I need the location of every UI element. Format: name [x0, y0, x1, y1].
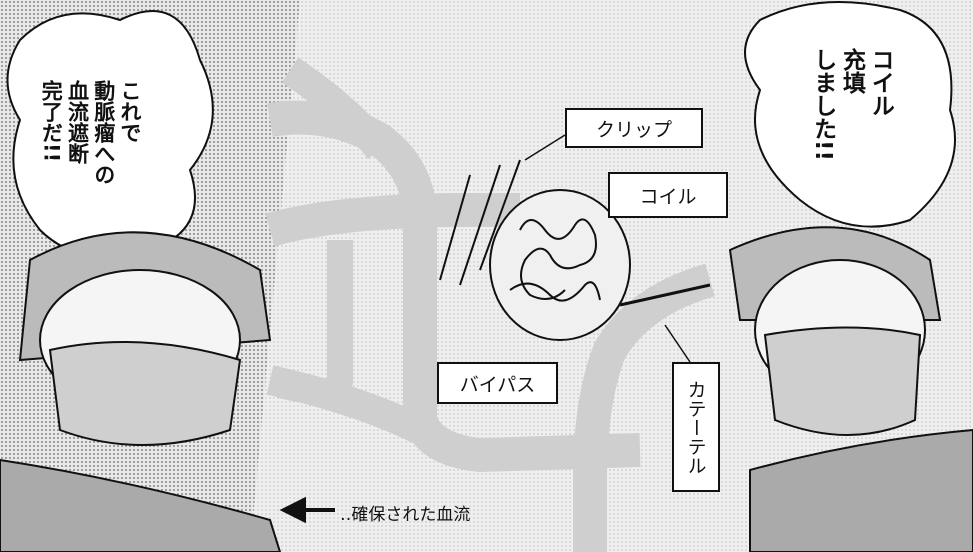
- speech-line: コイル: [867, 48, 894, 117]
- caption-secured-flow: ‥確保された血流: [340, 505, 471, 525]
- speech-line: 完了だ!!: [39, 80, 64, 163]
- vessel-diagram: [265, 57, 715, 552]
- speech-line: これで: [118, 80, 142, 143]
- label-clip: クリップ: [565, 108, 703, 148]
- speech-bubble-right: [744, 1, 956, 228]
- surgeon-left: [0, 231, 282, 552]
- secured-flow-arrow: [279, 496, 335, 524]
- speech-bubble-left: [6, 10, 214, 258]
- label-coil: コイル: [608, 172, 728, 218]
- surgeon-right: [728, 226, 973, 552]
- caption-secured-flow-text: 確保された血流: [351, 505, 471, 525]
- label-catheter: カテーテル: [672, 362, 720, 492]
- speech-line: 動脈瘤への: [91, 80, 116, 185]
- speech-line: 血流遮断: [65, 80, 90, 164]
- label-bypass: バイパス: [437, 362, 558, 404]
- speech-line: 充填: [838, 48, 865, 94]
- speech-text-left: これで 動脈瘤への 血流遮断 完了だ!!: [38, 80, 143, 260]
- speech-text-right: コイル 充填 しました!!: [808, 48, 894, 218]
- speech-line: しました!!: [809, 48, 836, 161]
